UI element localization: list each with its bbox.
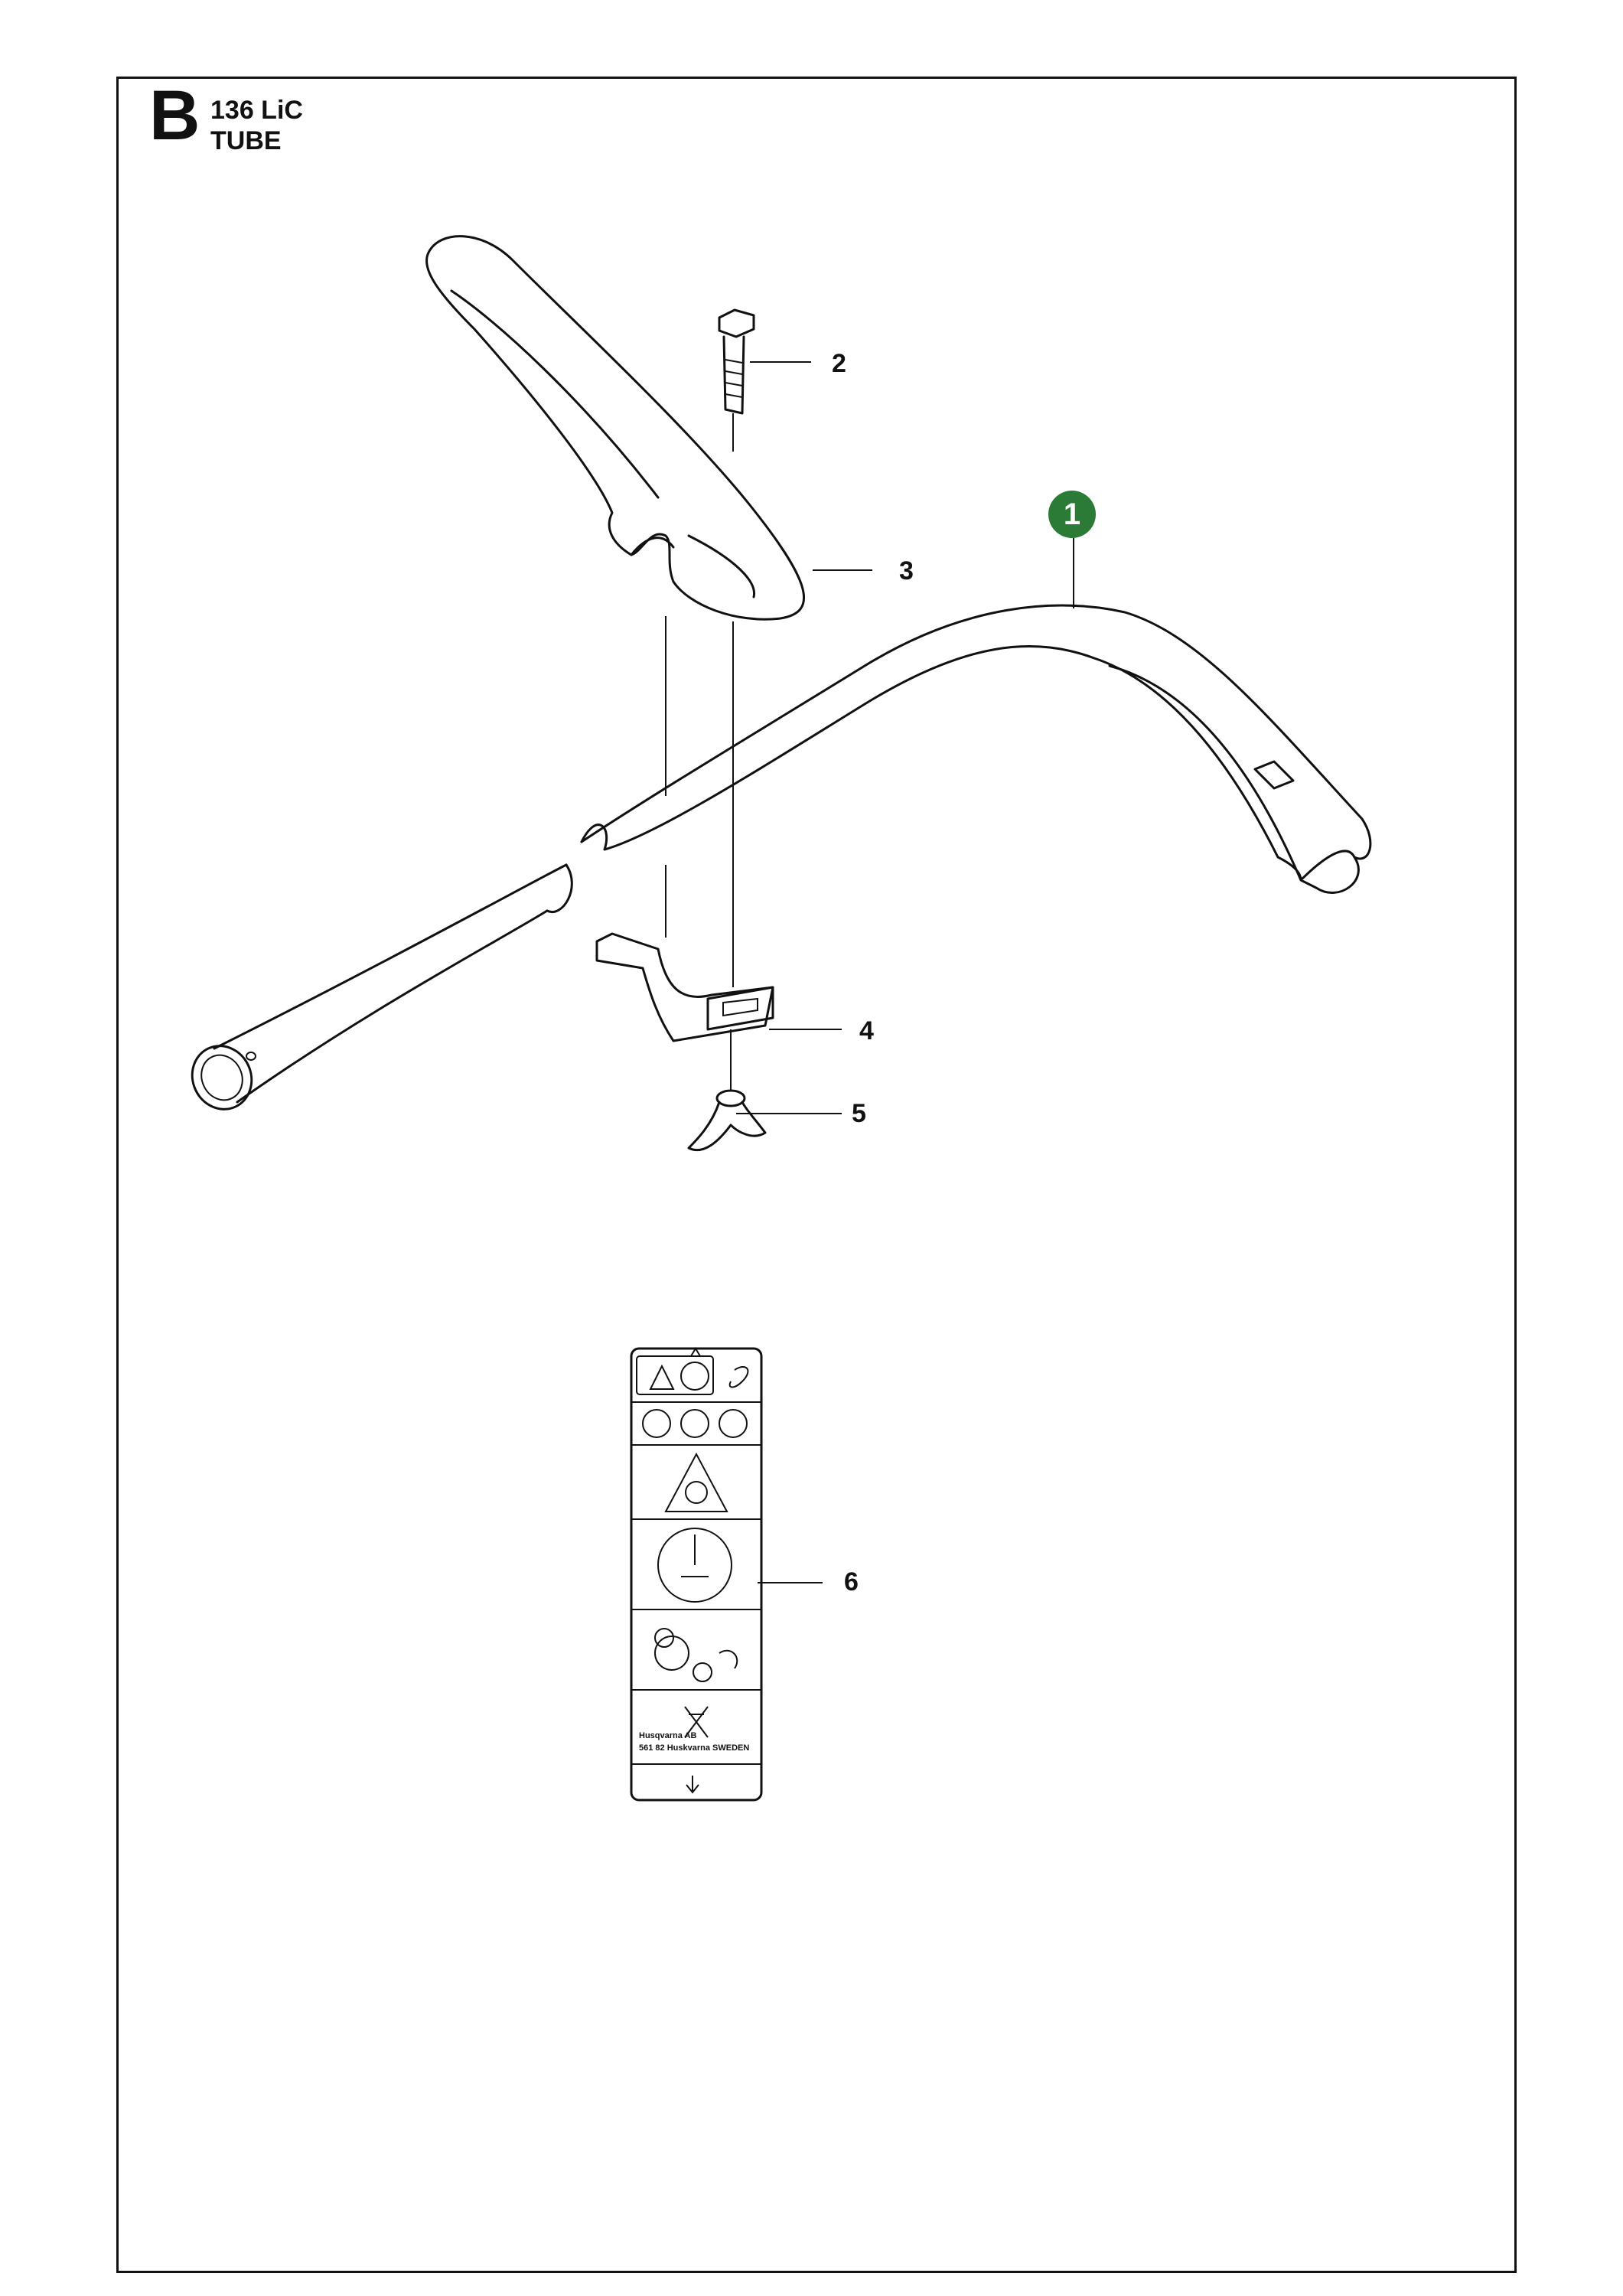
wing-nut-part [687,1089,767,1152]
model-name: 136 LiC [210,96,303,125]
drawing-frame [116,77,1517,2273]
tube-part [191,604,1372,1110]
leader-lines [665,361,1074,1583]
handle-part [425,235,806,621]
bolt-part [718,308,755,415]
part-3-callout: 3 [899,556,914,585]
part-5-callout: 5 [852,1099,866,1128]
decal-maker-line-1: Husqvarna AB [639,1731,697,1740]
safety-decal-part [630,1347,763,1802]
part-4-callout: 4 [859,1016,874,1045]
assembly-name: TUBE [210,126,282,155]
part-6-callout: 6 [844,1567,859,1596]
decal-maker-line-2: 561 82 Huskvarna SWEDEN [639,1743,750,1753]
part-2-callout: 2 [832,349,846,378]
part-1-callout-badge: 1 [1048,491,1096,538]
section-letter: B [149,77,200,155]
clamp-plate-part [595,932,774,1042]
